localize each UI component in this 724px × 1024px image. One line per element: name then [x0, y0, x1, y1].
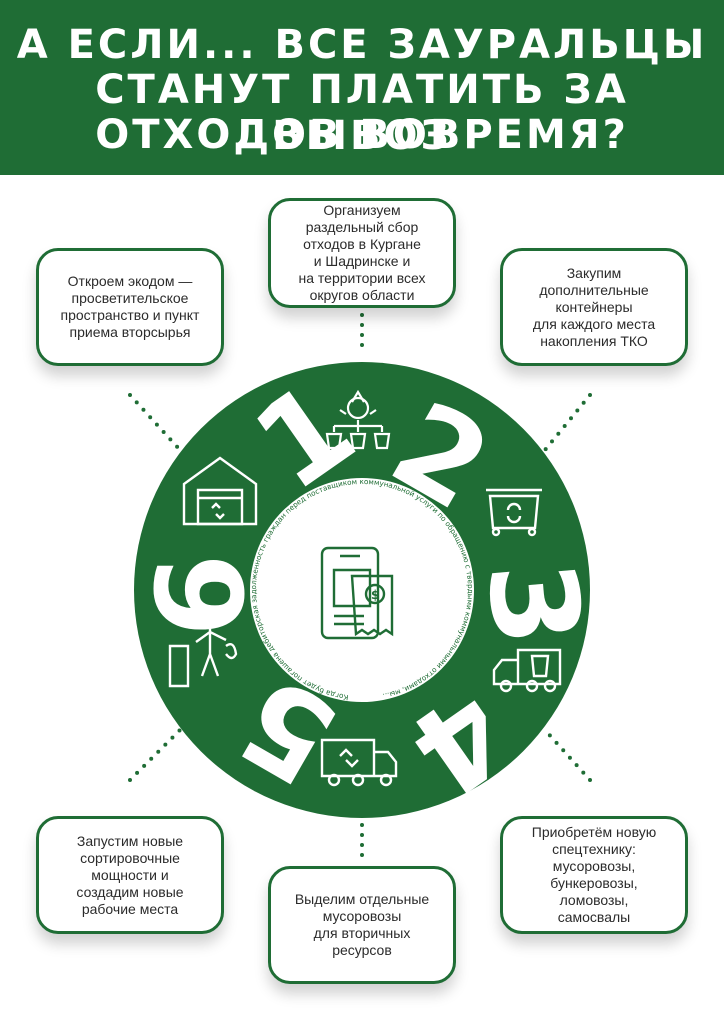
card-top-left-ecohouse: Откроем экодом — просветительское простр…	[36, 248, 224, 366]
number-3: 3	[460, 556, 606, 651]
container-icon	[486, 488, 542, 537]
card-top-right-containers: Закупим дополнительные контейнеры для ка…	[500, 248, 688, 366]
card-bottom-left-sorting: Запустим новые сортировочные мощности и …	[36, 816, 224, 934]
inner-white-disc	[250, 478, 474, 702]
recycling-truck-icon	[320, 738, 398, 787]
headline-line-2: СТАНУТ ПЛАТИТЬ ЗА ВЫВОЗ	[95, 67, 629, 159]
card-bottom-right-special-vehicles: Приобретём новую спецтехнику: мусоровозы…	[500, 816, 688, 934]
headline-line-1: А ЕСЛИ... ВСЕ ЗАУРАЛЬЦЫ	[16, 22, 708, 68]
card-bottom-garbage-trucks: Выделим отдельные мусоровозы для вторичн…	[268, 866, 456, 984]
sorting-worker-icon	[168, 610, 238, 688]
number-6: 6	[133, 554, 272, 638]
header-banner: А ЕСЛИ... ВСЕ ЗАУРАЛЬЦЫ СТАНУТ ПЛАТИТЬ З…	[0, 0, 724, 175]
phone-payment-icon: $	[320, 546, 394, 640]
recycle-sorting-icon	[325, 389, 391, 450]
ecohouse-icon	[182, 456, 258, 526]
garbage-truck-icon	[492, 648, 562, 693]
headline-line-3: ОТХОДОВ ВОВРЕМЯ?	[95, 112, 629, 158]
card-top-separate-collection: Организуем раздельный сбор отходов в Кур…	[268, 198, 456, 308]
svg-text:$: $	[371, 588, 379, 602]
